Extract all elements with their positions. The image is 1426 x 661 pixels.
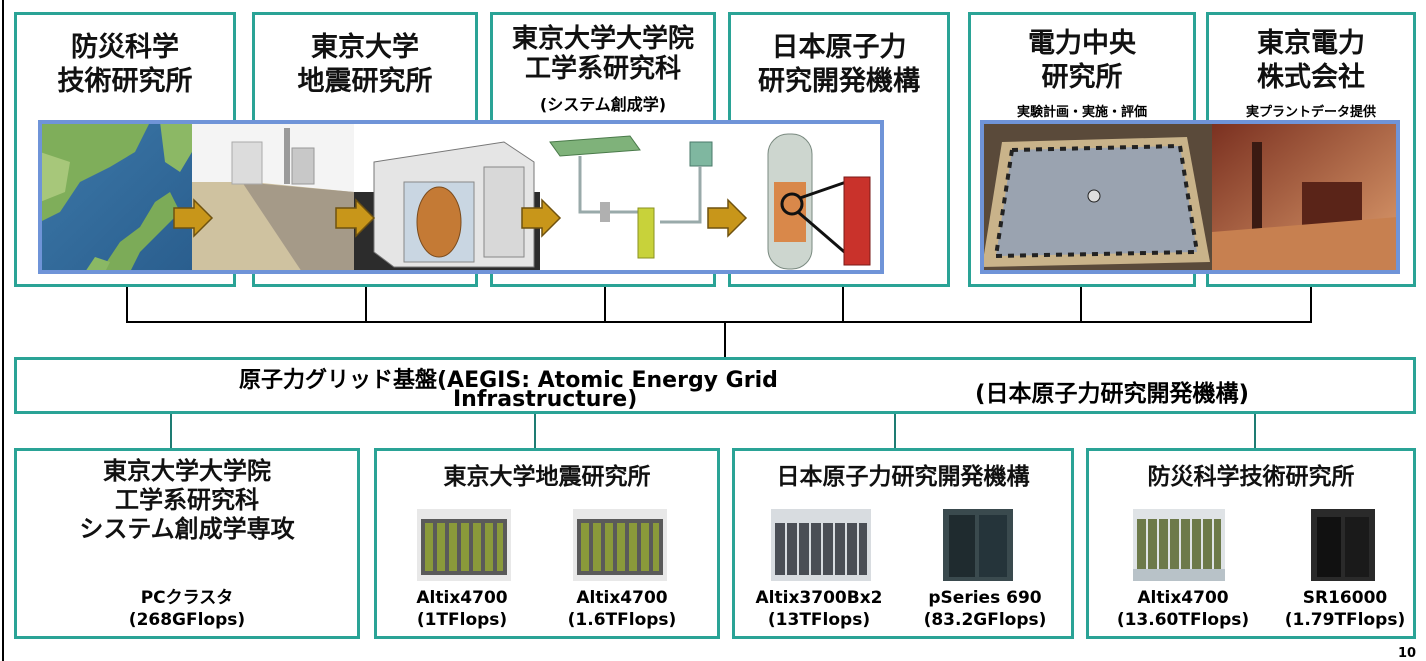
connector-line (1080, 287, 1082, 323)
connector-line (842, 287, 844, 323)
org-subtitle: 実プラントデータ提供 (1245, 105, 1376, 120)
server-rack-image (1311, 509, 1375, 581)
machine-label: pSeries 690 (83.2GFlops) (923, 588, 1047, 631)
reactor-building-image (354, 122, 540, 272)
aegis-grid-bar: 原子力グリッド基盤(AEGIS: Atomic Energy Grid Infr… (14, 357, 1416, 414)
connector-line (170, 414, 172, 448)
org-title: 東京電力 株式会社 (1257, 28, 1365, 93)
plant-interior-photo (1212, 122, 1398, 272)
grid-title-line2: Infrastructure) (453, 387, 638, 412)
server-rack-image (417, 509, 511, 581)
connector-line (1310, 287, 1312, 323)
site-title: 東京大学地震研究所 (443, 464, 651, 490)
reactor-vessel-image (732, 122, 882, 272)
grid-title-line1: 原子力グリッド基盤(AEGIS: Atomic Energy Grid (239, 368, 778, 393)
machine-label: Altix4700 (13.60TFlops) (1116, 588, 1250, 631)
connector-line (534, 414, 536, 448)
org-title: 東京大学 地震研究所 (297, 32, 433, 97)
site-box-eri: 東京大学地震研究所 Altix4700 (1TFlops) Altix4700 … (374, 448, 720, 639)
connector-line (894, 414, 896, 448)
shake-table-photo (982, 122, 1212, 272)
site-title: 日本原子力研究開発機構 (776, 464, 1030, 490)
ground-section-image (192, 122, 354, 272)
site-title: 防災科学技術研究所 (1147, 464, 1355, 490)
org-title: 東京大学大学院 工学系研究科 (511, 24, 694, 84)
connector-line (1254, 414, 1256, 448)
server-rack-image (943, 509, 1013, 581)
grid-operator: (日本原子力研究開発機構) (975, 381, 1250, 407)
site-title: 東京大学大学院 工学系研究科 システム創成学専攻 (79, 457, 295, 543)
arrow-right-icon (173, 198, 214, 238)
japan-map-image (40, 122, 192, 272)
server-rack-image (771, 509, 871, 581)
experiment-photo-strip (980, 120, 1400, 274)
site-box-jaea: 日本原子力研究開発機構 Altix3700Bx2 (13TFlops) pSer… (732, 448, 1074, 639)
site-box-engineering: 東京大学大学院 工学系研究科 システム創成学専攻 PCクラスタ (268GFlo… (14, 448, 360, 639)
arrow-right-icon (335, 198, 376, 238)
connector-line (604, 287, 606, 323)
arrow-right-icon (521, 198, 562, 238)
org-title: 防災科学 技術研究所 (57, 32, 193, 97)
machine-label: PCクラスタ (268GFlops) (128, 588, 246, 631)
org-title: 日本原子力 研究開発機構 (758, 32, 920, 97)
piping-system-image (540, 122, 732, 272)
server-rack-image (573, 509, 667, 581)
machine-label: Altix4700 (1.6TFlops) (567, 588, 677, 631)
connector-line (126, 287, 128, 323)
connector-bus (126, 321, 1312, 323)
machine-label: Altix3700Bx2 (13TFlops) (755, 588, 883, 631)
connector-line (365, 287, 367, 323)
site-box-bosai: 防災科学技術研究所 Altix4700 (13.60TFlops) SR1600… (1086, 448, 1416, 639)
machine-label: SR16000 (1.79TFlops) (1284, 588, 1406, 631)
org-subtitle: (システム創成学) (539, 95, 667, 114)
org-title: 電力中央 研究所 (1028, 28, 1136, 93)
simulation-image-strip (38, 120, 884, 274)
connector-line (724, 321, 726, 357)
arrow-right-icon (707, 198, 748, 238)
machine-label: Altix4700 (1TFlops) (416, 588, 508, 631)
server-rack-image (1133, 509, 1225, 581)
org-subtitle: 実験計画・実施・評価 (1016, 105, 1147, 120)
page-number: 10 (1398, 646, 1417, 661)
